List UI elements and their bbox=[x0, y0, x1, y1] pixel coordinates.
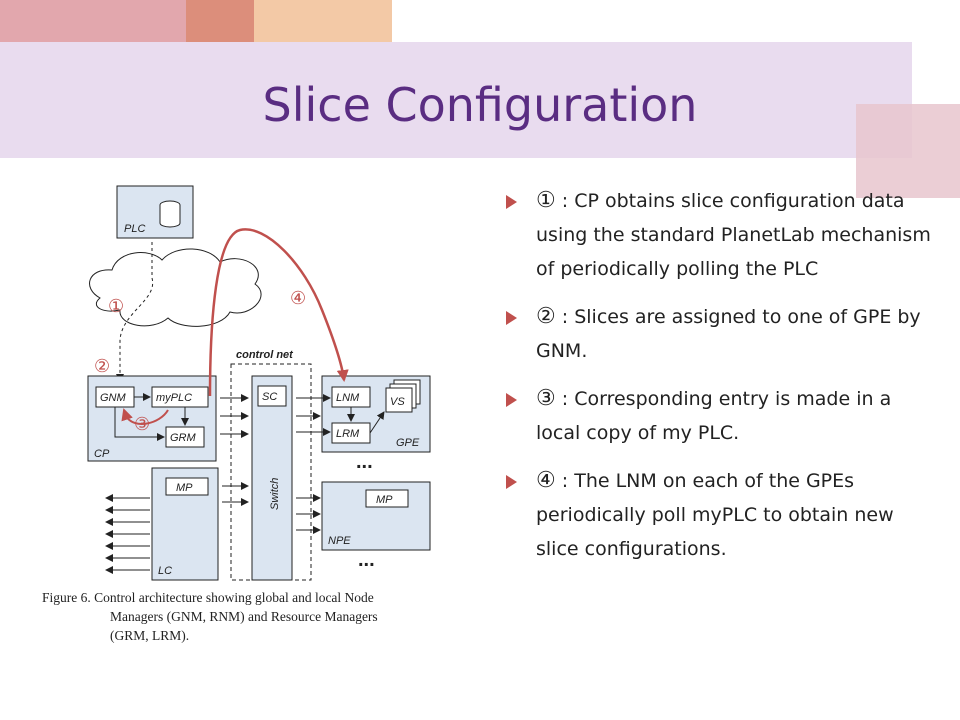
myplc-label: myPLC bbox=[156, 392, 192, 404]
marker-4: ④ bbox=[290, 288, 306, 309]
ellipsis-1: ... bbox=[356, 451, 373, 473]
plc-poll-path bbox=[116, 242, 154, 382]
marker-3: ③ bbox=[134, 414, 150, 435]
npe-mp-label: MP bbox=[376, 494, 393, 506]
bullet-text: : Corresponding entry is made in a local… bbox=[536, 388, 892, 444]
npe-label: NPE bbox=[328, 535, 351, 547]
myplc-entry-arrow bbox=[121, 408, 169, 425]
vs-label: VS bbox=[390, 396, 405, 408]
lc-mp-box bbox=[165, 477, 209, 496]
lc-label: LC bbox=[158, 565, 172, 577]
caption-line-2: Managers (GNM, RNM) and Resource Manager… bbox=[110, 609, 378, 624]
bullet-number: ④ bbox=[536, 468, 556, 493]
bullet-arrow-icon bbox=[506, 393, 517, 407]
lc-mp-label: MP bbox=[176, 482, 193, 494]
bullet-number: ③ bbox=[536, 386, 556, 411]
lrm-label: LRM bbox=[336, 428, 360, 440]
caption-line-1: Figure 6. Control architecture showing g… bbox=[42, 590, 374, 605]
bullet-item: ① : CP obtains slice configuration data … bbox=[502, 184, 932, 286]
sc-box bbox=[257, 385, 287, 407]
database-icon bbox=[159, 200, 181, 228]
marker-2: ② bbox=[94, 356, 110, 377]
title-band bbox=[0, 42, 912, 158]
bullet-number: ② bbox=[536, 304, 556, 329]
bullet-item: ④ : The LNM on each of the GPEs periodic… bbox=[502, 464, 932, 566]
control-net-label: control net bbox=[236, 349, 294, 361]
caption-line-3: (GRM, LRM). bbox=[110, 628, 189, 643]
grm-box bbox=[165, 426, 205, 448]
gpe-label: GPE bbox=[396, 437, 420, 449]
bullet-item: ② : Slices are assigned to one of GPE by… bbox=[502, 300, 932, 368]
bullet-arrow-icon bbox=[506, 311, 517, 325]
switch-label: Switch bbox=[269, 478, 281, 510]
bullet-list: ① : CP obtains slice configuration data … bbox=[502, 184, 932, 580]
switch-box bbox=[251, 375, 293, 581]
lnm-label: LNM bbox=[336, 392, 360, 404]
bullet-text: : Slices are assigned to one of GPE by G… bbox=[536, 306, 921, 362]
npe-mp-box bbox=[365, 489, 409, 508]
bullet-item: ③ : Corresponding entry is made in a loc… bbox=[502, 382, 932, 450]
myplc-box bbox=[151, 386, 209, 408]
bullet-text: : The LNM on each of the GPEs periodical… bbox=[536, 470, 894, 560]
slide-title: Slice Configuration bbox=[262, 78, 698, 132]
bullet-arrow-icon bbox=[506, 475, 517, 489]
ellipsis-2: ... bbox=[358, 549, 375, 571]
architecture-diagram: PLC GNM myPLC GRM CP MP LC c bbox=[42, 185, 431, 643]
marker-1: ① bbox=[108, 296, 124, 317]
bullet-text: : CP obtains slice configuration data us… bbox=[536, 190, 931, 280]
cp-label: CP bbox=[94, 448, 110, 460]
sc-label: SC bbox=[262, 391, 277, 403]
gnm-label: GNM bbox=[100, 392, 127, 404]
bullet-number: ① bbox=[536, 188, 556, 213]
grm-label: GRM bbox=[170, 432, 197, 444]
plc-label: PLC bbox=[124, 223, 145, 235]
vs-stack bbox=[385, 379, 421, 413]
lnm-poll-arrow bbox=[208, 228, 349, 397]
bullet-arrow-icon bbox=[506, 195, 517, 209]
decor-block-right bbox=[856, 104, 960, 198]
